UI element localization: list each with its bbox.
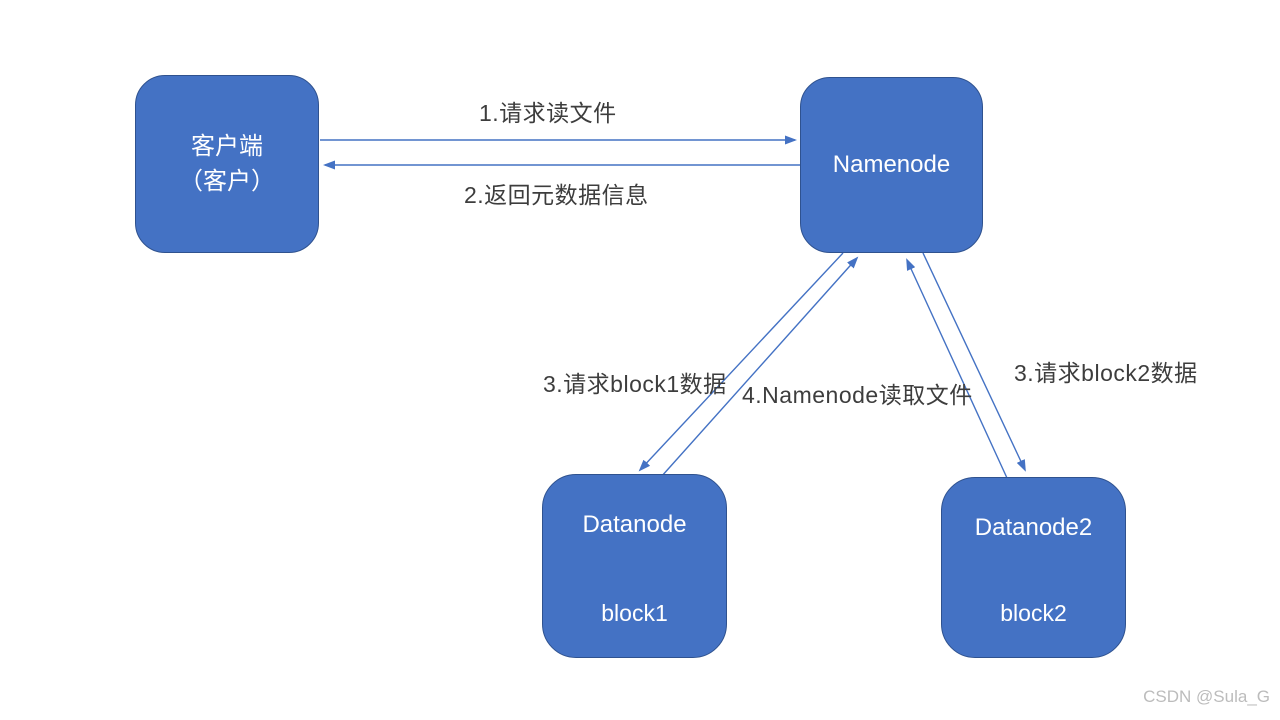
node-client-label-line1: 客户端 <box>191 133 263 160</box>
watermark: CSDN @Sula_G <box>1143 687 1270 706</box>
node-namenode: Namenode <box>800 77 983 253</box>
node-client: 客户端 （客户） <box>135 75 319 253</box>
node-client-label-line2: （客户） <box>179 168 275 195</box>
edge-label-step2: 2.返回元数据信息 <box>464 182 649 208</box>
arrow-datanode2-to-namenode <box>906 258 1008 479</box>
edge-label-step3a: 3.请求block1数据 <box>543 371 727 397</box>
edge-label-step3b: 3.请求block2数据 <box>1014 360 1198 386</box>
arrow-namenode-to-datanode1 <box>638 252 844 472</box>
node-datanode1-block: block1 <box>601 600 668 626</box>
node-datanode2: Datanode2 block2 <box>941 477 1126 658</box>
node-datanode2-label: Datanode2 <box>974 514 1093 541</box>
arrow-namenode-to-datanode2 <box>922 252 1026 472</box>
edge-label-step4: 4.Namenode读取文件 <box>742 382 973 408</box>
node-datanode1: Datanode block1 <box>542 474 727 658</box>
node-datanode2-block: block2 <box>1000 600 1067 626</box>
edge-label-step1: 1.请求读文件 <box>479 100 617 126</box>
node-datanode1-label: Datanode <box>582 511 687 538</box>
node-namenode-label: Namenode <box>832 151 951 178</box>
